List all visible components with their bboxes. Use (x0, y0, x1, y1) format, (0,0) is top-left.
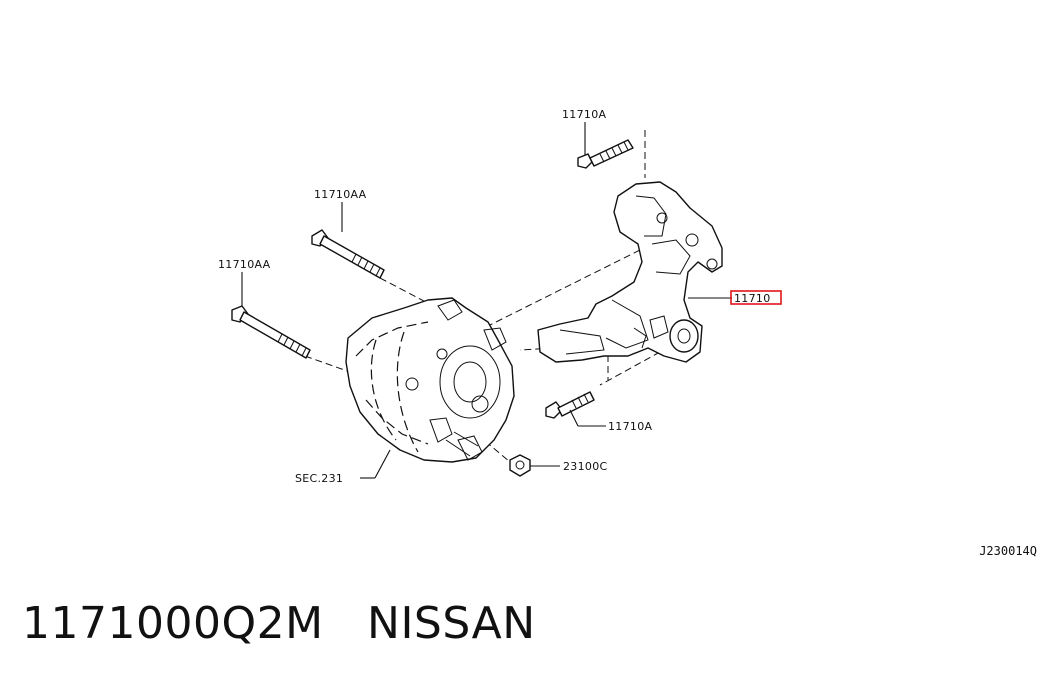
callout-long-bolt-upper: 11710AA (314, 188, 367, 201)
diagram-reference-code: J230014Q (979, 544, 1037, 558)
long-bolt-lower (231, 305, 311, 359)
part-highlight-box (730, 290, 782, 305)
footer-brand: NISSAN (367, 598, 536, 649)
callout-alternator-section: SEC.231 (295, 472, 343, 485)
long-bolt-upper (311, 229, 385, 279)
nut (509, 454, 531, 477)
leader-lines (241, 122, 732, 479)
callout-nut: 23100C (563, 460, 607, 473)
bolt-top (577, 139, 634, 169)
bolt-bottom (545, 391, 595, 419)
callout-bracket: 11710 (734, 292, 771, 305)
callout-bolt-bottom: 11710A (608, 420, 652, 433)
callout-bolt-top: 11710A (562, 108, 606, 121)
footer-caption: 1171000Q2M NISSAN (22, 598, 536, 649)
footer-part-number: 1171000Q2M (22, 598, 324, 649)
alternator (345, 297, 515, 463)
alternator-bracket (537, 181, 723, 363)
callout-long-bolt-lower: 11710AA (218, 258, 271, 271)
